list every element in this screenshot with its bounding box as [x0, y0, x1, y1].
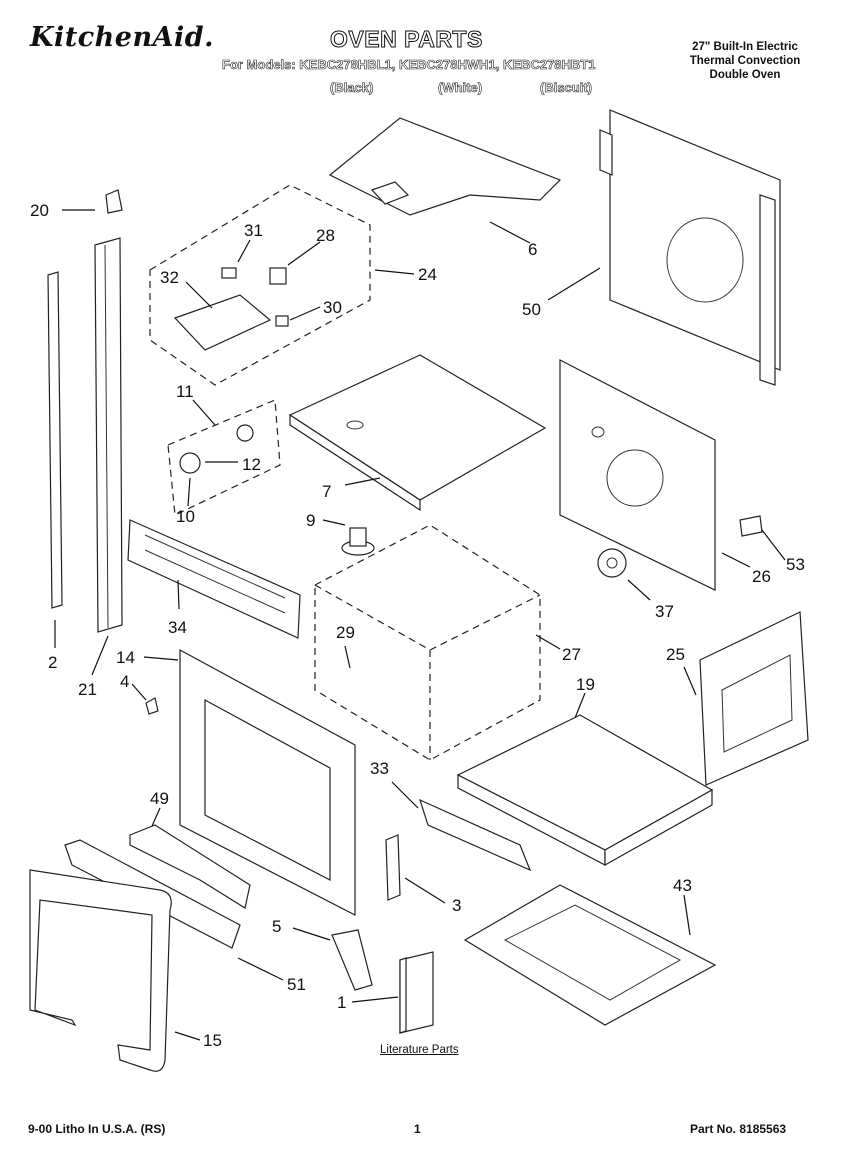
part-19-bottom-tray — [456, 714, 714, 867]
part-7-top-plate — [288, 354, 547, 512]
callout-3: 3 — [452, 896, 461, 915]
callout-33: 33 — [370, 759, 389, 778]
callout-28: 28 — [316, 226, 335, 245]
brand-logo: KitchenAid. — [30, 22, 215, 53]
description-line-3: Double Oven — [709, 69, 781, 81]
callout-24: 24 — [418, 265, 437, 284]
callout-31: 31 — [244, 221, 263, 240]
callout-labels: 20 31 28 24 32 30 6 50 11 12 10 7 9 53 2… — [30, 201, 805, 1050]
callout-37: 37 — [655, 602, 674, 621]
part-3-small-bracket — [385, 834, 401, 901]
part-9-motor — [341, 527, 375, 556]
callout-21: 21 — [78, 680, 97, 699]
part-15-door-gasket — [29, 869, 172, 1072]
leader-lines — [54, 209, 786, 1041]
part-37-fan-blade — [597, 548, 627, 578]
part-4-screw — [145, 697, 159, 715]
callout-4: 4 — [120, 672, 129, 691]
literature-parts-label: Literature Parts — [380, 1044, 459, 1056]
callout-7: 7 — [322, 482, 331, 501]
part-11-switch-group — [167, 399, 281, 516]
part-14-front-frame — [179, 648, 356, 916]
models-line: For Models: KEBC278HBL1, KEBC278HWH1, KE… — [222, 57, 596, 73]
callout-12: 12 — [242, 455, 261, 474]
part-53-clip — [739, 515, 763, 537]
callout-34: 34 — [168, 618, 187, 637]
callout-26: 26 — [752, 567, 771, 586]
callout-15: 15 — [203, 1031, 222, 1050]
variant-black: (Black) — [330, 80, 374, 96]
footer-page-number: 1 — [414, 1122, 421, 1136]
part-25-side-panel — [699, 611, 809, 786]
callout-6: 6 — [528, 240, 537, 259]
part-26-fan-frame — [559, 359, 716, 591]
page-title: OVEN PARTS — [330, 26, 483, 53]
callout-19: 19 — [576, 675, 595, 694]
callout-29: 29 — [336, 623, 355, 642]
callout-10: 10 — [176, 507, 195, 526]
callout-43: 43 — [673, 876, 692, 895]
part-24-control-assembly — [149, 184, 371, 386]
callout-5: 5 — [272, 917, 281, 936]
description-line-1: 27" Built-In Electric — [692, 41, 798, 53]
part-20-clip — [105, 189, 123, 214]
part-43-bottom-pan — [463, 884, 717, 1026]
part-33-bracket — [419, 798, 532, 872]
part-21-left-trim — [94, 237, 123, 633]
footer-litho: 9-00 Litho In U.S.A. (RS) — [28, 1122, 166, 1136]
callout-30: 30 — [323, 298, 342, 317]
callout-50: 50 — [522, 300, 541, 319]
product-description: 27" Built-In Electric Thermal Convection… — [660, 40, 830, 82]
part-2-side-strip — [47, 271, 63, 609]
part-27-oven-cavity — [314, 524, 541, 761]
part-5-bracket-plate — [331, 929, 373, 991]
callout-51: 51 — [287, 975, 306, 994]
callout-25: 25 — [666, 645, 685, 664]
callout-1: 1 — [337, 993, 346, 1012]
callout-20: 20 — [30, 201, 49, 220]
description-line-2: Thermal Convection — [689, 55, 801, 67]
part-1-literature — [399, 951, 434, 1034]
callout-9: 9 — [306, 511, 315, 530]
callout-49: 49 — [150, 789, 169, 808]
part-49-lower-vent — [129, 824, 251, 909]
variant-biscuit: (Biscuit) — [540, 80, 593, 96]
callout-11: 11 — [176, 382, 194, 401]
variant-white: (White) — [438, 80, 483, 96]
part-50-rear-panel — [599, 109, 781, 386]
callout-2: 2 — [48, 653, 57, 672]
part-6-top-panel — [328, 117, 562, 216]
part-34-vent-grille — [127, 519, 301, 639]
callout-53: 53 — [786, 555, 805, 574]
callout-32: 32 — [160, 268, 179, 287]
footer-part-number: Part No. 8185563 — [690, 1122, 787, 1136]
callout-14: 14 — [116, 648, 135, 667]
callout-27: 27 — [562, 645, 581, 664]
